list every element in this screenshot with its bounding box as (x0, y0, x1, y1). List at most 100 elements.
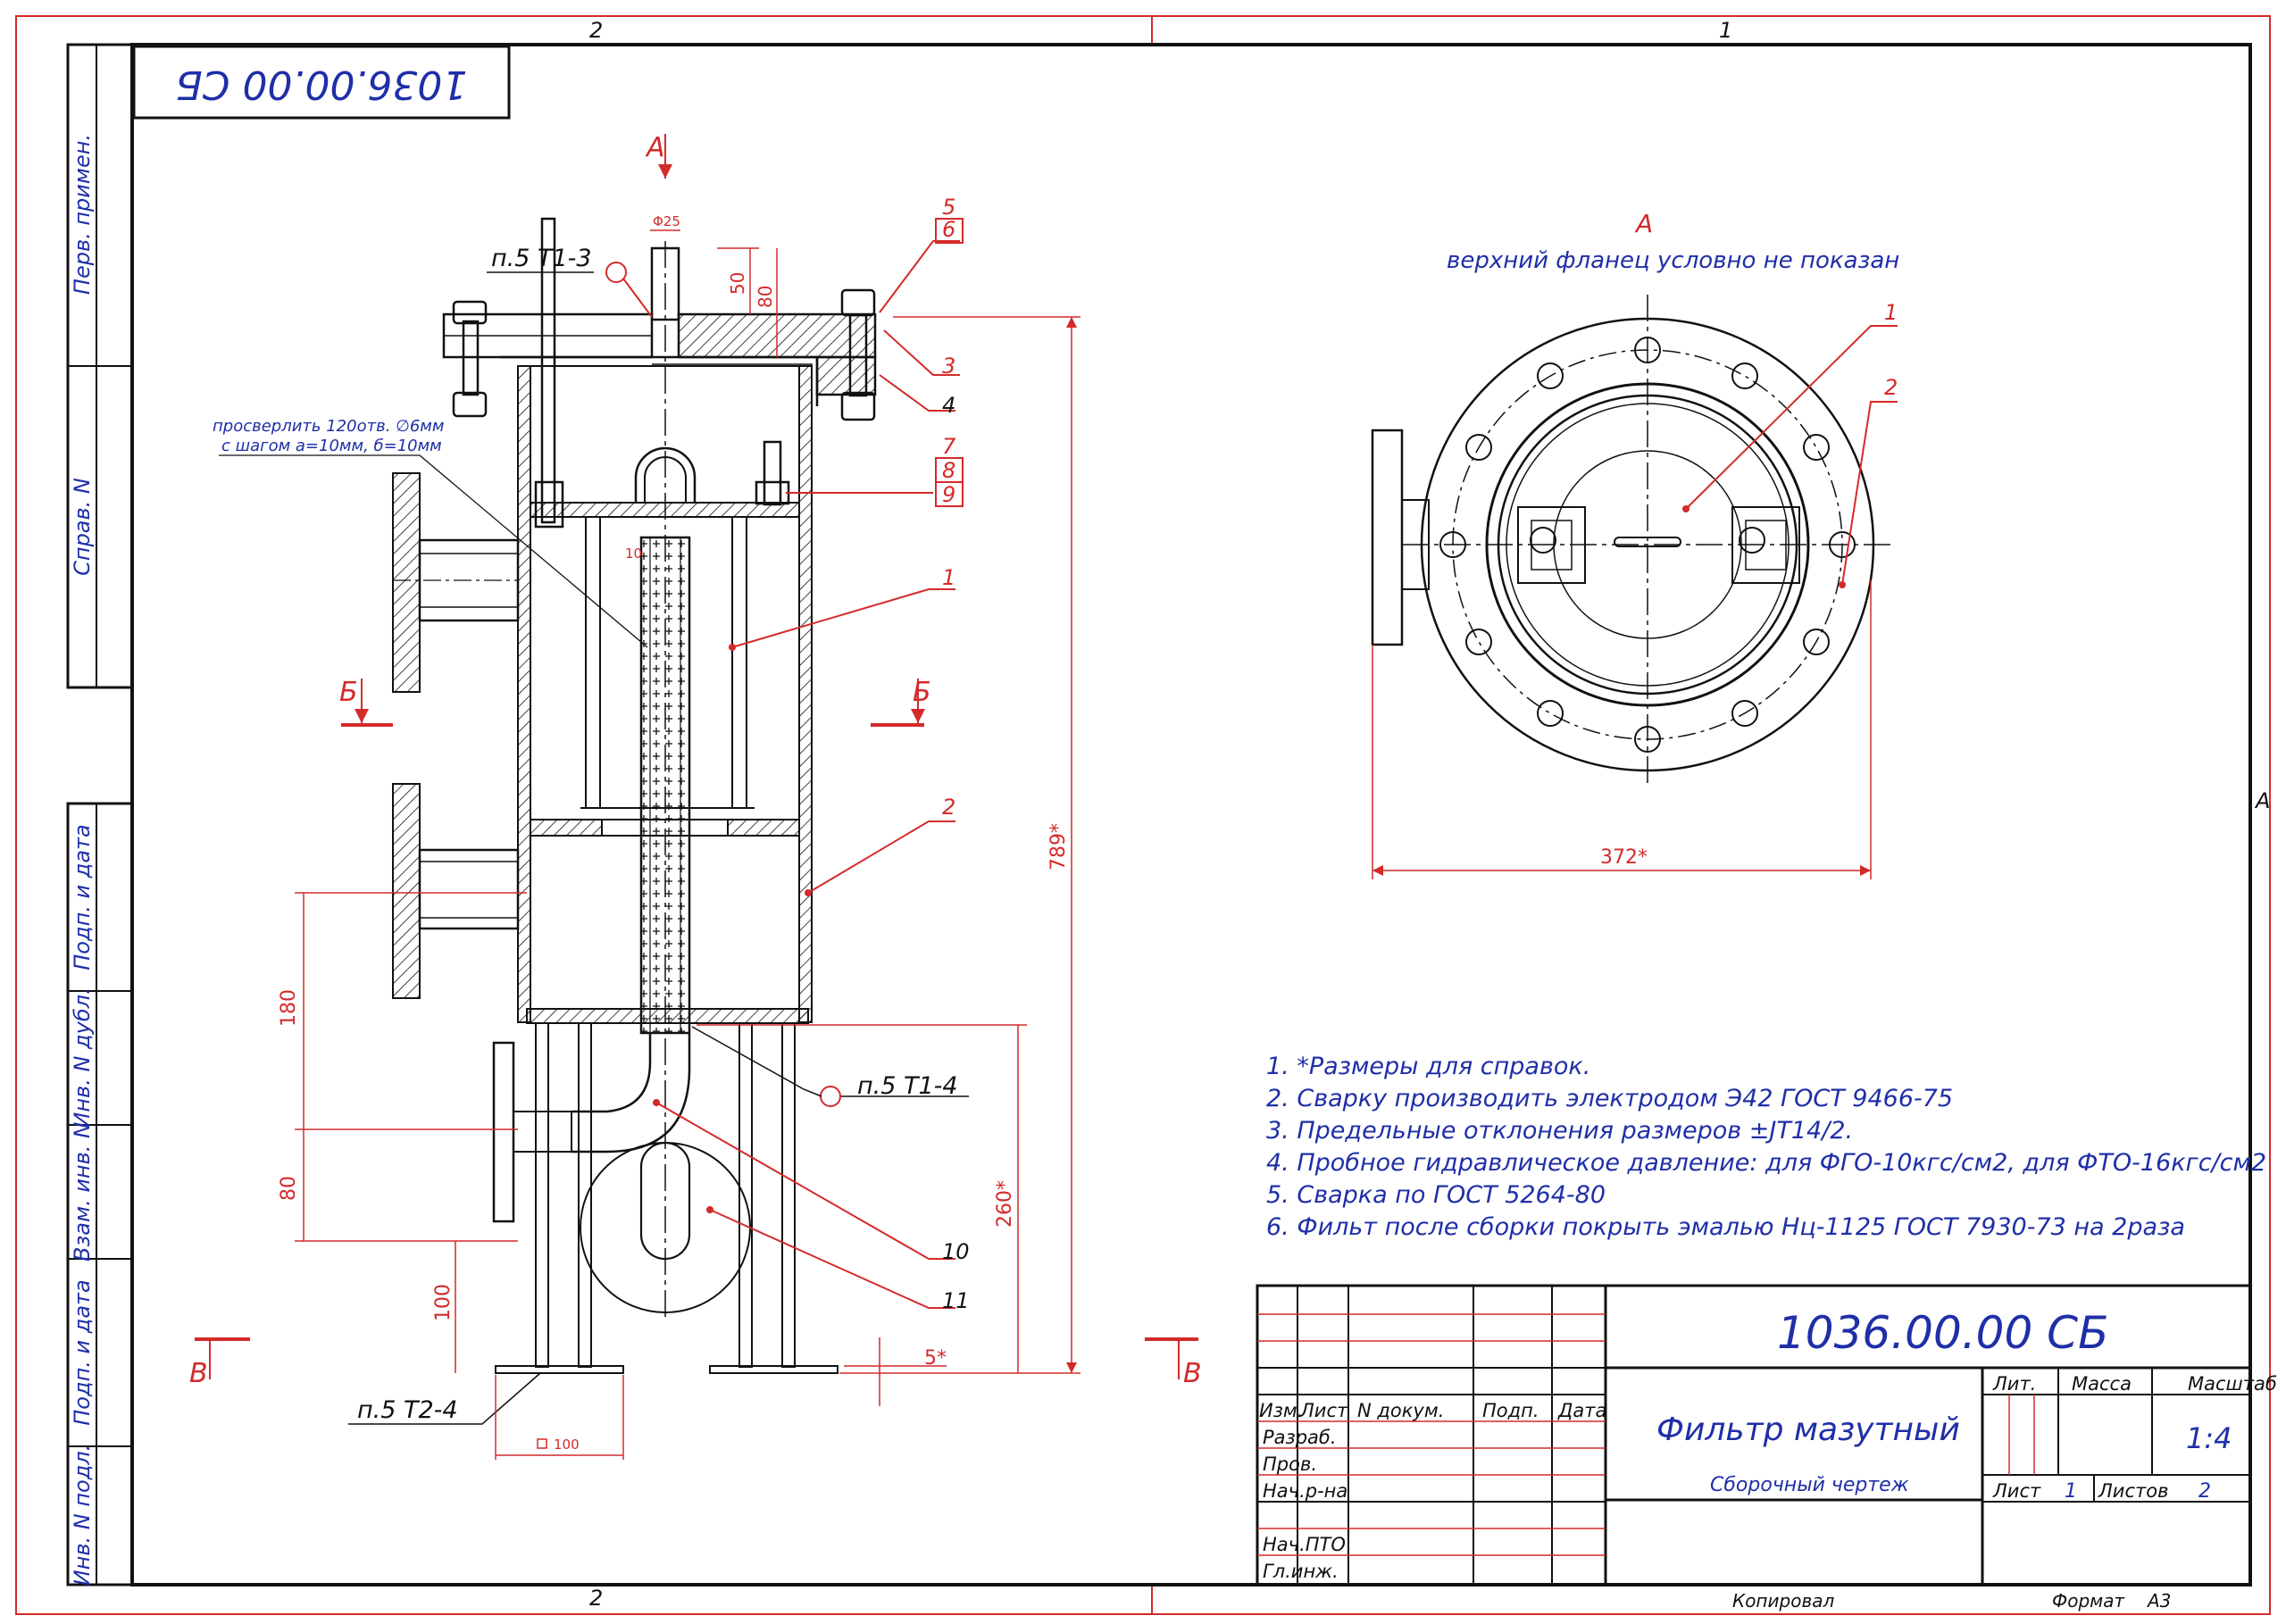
title-doc-type: Сборочный чертеж (1710, 1474, 1909, 1496)
callouts: 5 6 3 4 7 8 9 1 2 10 11 (653, 195, 970, 1313)
flange-bolts (452, 217, 876, 529)
rotated-stamp: 1036.00.00 СБ (132, 45, 511, 120)
filter-section-view (392, 217, 877, 1374)
view-a-side-nozzle (1371, 429, 1430, 646)
drill-note-line1: просверлить 120отв. ∅6мм (213, 417, 444, 436)
weld-note-3: п.5 Т2-4 (357, 1396, 458, 1424)
format-label: Формат (2052, 1590, 2125, 1612)
side-label-dubl: Инв. N дубл. (70, 987, 95, 1128)
header-lit: Лит. (1992, 1373, 2036, 1395)
view-a-callout-2: 2 (1884, 375, 1898, 400)
section-marks: А Б Б В В (189, 132, 1202, 1389)
zone-mark-bottom: 2 (589, 1586, 603, 1611)
note-2: 2. Сварку производить электродом Э42 ГОС… (1266, 1085, 1953, 1112)
section-mark-a: А (645, 132, 665, 163)
callout-6: 6 (942, 217, 955, 242)
row-prov: Пров. (1263, 1453, 1317, 1475)
callout-2: 2 (942, 795, 955, 820)
note-6: 6. Фильт после сборки покрыть эмалью Нц-… (1266, 1213, 2185, 1241)
top-inlet-pipe (650, 246, 680, 321)
body-shell (517, 365, 813, 1023)
header-scale: Масштаб (2188, 1373, 2277, 1395)
dim-50: 50 (727, 272, 748, 295)
col-izm: Изм. (1259, 1400, 1303, 1421)
dim-80-top: 80 (755, 286, 776, 308)
view-a-bolt-holes (1439, 337, 1856, 753)
note-5: 5. Сварка по ГОСТ 5264-80 (1266, 1181, 1606, 1209)
side-label-inv: Инв. N подл. (70, 1445, 95, 1587)
title-doc-number: 1036.00.00 СБ (1777, 1307, 2108, 1359)
header-mass: Масса (2072, 1373, 2132, 1395)
format-value: А3 (2146, 1590, 2171, 1612)
callout-7: 7 (942, 434, 956, 459)
section-mark-v-left: В (189, 1358, 208, 1389)
sheet-label: Лист (1992, 1480, 2041, 1502)
dim-d25: Φ25 (653, 213, 680, 229)
callout-4: 4 (942, 393, 955, 418)
zone-mark-right: 1 (1719, 18, 1732, 43)
dim-10: 10 (625, 545, 642, 562)
dim-100-vertical: 100 (432, 1284, 455, 1321)
weld-note-1: п.5 Т1-3 (491, 245, 592, 272)
note-4: 4. Пробное гидравлическое давление: для … (1266, 1149, 2266, 1177)
view-a-clamps (1517, 506, 1800, 584)
bottom-plate (526, 1008, 809, 1024)
side-margin-block: Перв. примен. Справ. N Подп. и дата Инв.… (66, 43, 134, 1587)
sieve-cartridge (585, 516, 747, 1035)
dim-180: 180 (278, 989, 300, 1027)
view-a-dim-372: 372* (1600, 846, 1648, 869)
side-label-podp1: Подп. и дата (70, 824, 95, 970)
row-nach-r-na: Нач.р-на (1263, 1480, 1347, 1502)
side-nozzle-upper (392, 472, 520, 693)
technical-notes: 1. *Размеры для справок. 2. Сварку произ… (1266, 1053, 2266, 1241)
col-list: Лист (1299, 1400, 1348, 1421)
drill-note-line2: с шагом a=10мм, б=10мм (221, 437, 442, 455)
callout-8: 8 (942, 458, 955, 483)
view-a-callout-1: 1 (1884, 300, 1898, 325)
note-1: 1. *Размеры для справок. (1266, 1053, 1590, 1080)
side-label-perv: Перв. примен. (70, 134, 95, 295)
view-a-title: А (1634, 209, 1653, 238)
dimensions: Φ25 50 80 10 789* 180 80 100 260* 5* 100 (278, 213, 1080, 1460)
drill-note: просверлить 120отв. ∅6мм с шагом a=10мм,… (213, 417, 648, 648)
row-nach-pto: Нач.ПТО (1263, 1534, 1346, 1555)
side-label-vzam: Взам. инв. N (70, 1122, 95, 1262)
row-razrab: Разраб. (1263, 1427, 1337, 1448)
title-block: Изм. Лист N докум. Подп. Дата Разраб. Пр… (1256, 1284, 2277, 1612)
note-3: 3. Предельные отклонения размеров ±JT14/… (1266, 1117, 1853, 1145)
section-mark-b-left: Б (339, 677, 358, 708)
callout-3: 3 (942, 354, 955, 379)
copied-label: Копировал (1732, 1590, 1834, 1612)
view-a: А верхний фланец условно не показан (1371, 209, 1899, 879)
col-data: Дата (1557, 1400, 1606, 1421)
side-label-podp2: Подп. и дата (70, 1279, 95, 1426)
zone-mark-side: A (2254, 788, 2270, 813)
view-a-subtitle: верхний фланец условно не показан (1447, 247, 1899, 274)
callout-1: 1 (942, 565, 955, 590)
callout-5: 5 (942, 195, 955, 220)
section-mark-b-right: Б (913, 677, 931, 708)
rotated-doc-number: 1036.00.00 СБ (176, 62, 468, 107)
dim-260: 260* (994, 1180, 1016, 1228)
scale-value: 1:4 (2186, 1421, 2232, 1455)
weld-notes: п.5 Т1-3 п.5 Т1-4 п.5 Т2-4 (348, 245, 969, 1425)
callout-11: 11 (942, 1288, 970, 1313)
sheets-value: 2 (2198, 1480, 2211, 1503)
dim-789: 789* (1047, 823, 1070, 870)
weld-note-2: п.5 Т1-4 (857, 1072, 958, 1100)
sheets-label: Листов (2098, 1480, 2168, 1502)
side-nozzle-lower (392, 783, 520, 999)
dim-100-square: 100 (554, 1437, 580, 1453)
sheet-frame: 2 1 A 2 (15, 15, 2271, 1615)
col-n-dokum: N докум. (1357, 1400, 1444, 1421)
title-name: Фильтр мазутный (1656, 1412, 1960, 1448)
sieve-plate (530, 440, 800, 518)
middle-baffle (530, 807, 800, 837)
side-label-sprav: Справ. N (70, 478, 95, 576)
sheet-value: 1 (2065, 1480, 2077, 1503)
section-mark-v-right: В (1183, 1358, 1202, 1389)
callout-10: 10 (942, 1239, 970, 1264)
support-legs (495, 1022, 838, 1374)
callout-9: 9 (942, 482, 955, 507)
